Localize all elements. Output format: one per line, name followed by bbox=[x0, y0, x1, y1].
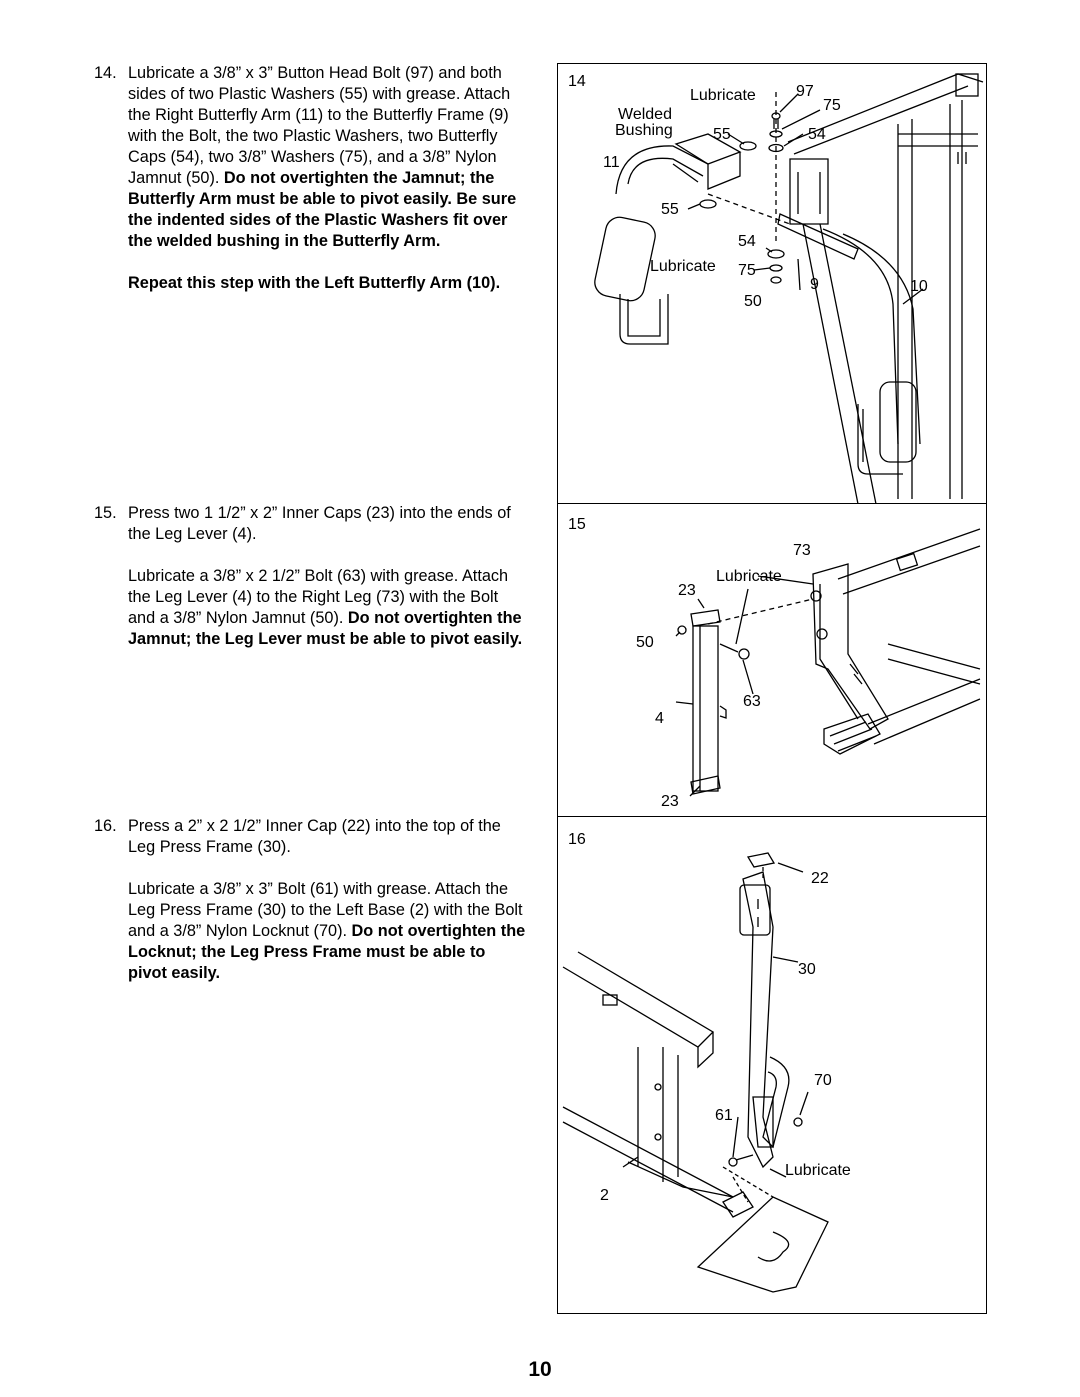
label-75: 75 bbox=[823, 97, 841, 114]
figure-16-drawing: 16 22 30 70 61 Lubricate 2 bbox=[562, 831, 851, 1293]
label-22: 22 bbox=[811, 870, 829, 887]
label-23: 23 bbox=[661, 793, 679, 810]
label-lubricate: Lubricate bbox=[690, 87, 756, 104]
page-number: 10 bbox=[528, 1358, 552, 1381]
label-54: 54 bbox=[808, 126, 826, 143]
label-10: 10 bbox=[910, 278, 928, 295]
label-61: 61 bbox=[715, 1107, 733, 1124]
label-55: 55 bbox=[661, 201, 679, 218]
step-16: 16. Press a 2” x 2 1/2” Inner Cap (22) i… bbox=[94, 816, 526, 984]
label-97: 97 bbox=[796, 83, 814, 100]
step-number: 14. bbox=[94, 64, 117, 82]
step-paragraph: Press a 2” x 2 1/2” Inner Cap (22) into … bbox=[128, 817, 501, 856]
label-lubricate: Lubricate bbox=[716, 568, 782, 585]
step-paragraph: Lubricate a 3/8” x 3” Bolt (61) with gre… bbox=[128, 880, 526, 982]
label-lubricate: Lubricate bbox=[785, 1162, 851, 1179]
step-15: 15. Press two 1 1/2” x 2” Inner Caps (23… bbox=[94, 503, 526, 650]
step-paragraph: Repeat this step with the Left Butterfly… bbox=[128, 274, 501, 292]
label-2: 2 bbox=[600, 1187, 609, 1204]
step-paragraph: Press two 1 1/2” x 2” Inner Caps (23) in… bbox=[128, 504, 511, 543]
label-55: 55 bbox=[713, 126, 731, 143]
label-73: 73 bbox=[793, 542, 811, 559]
label-9: 9 bbox=[810, 276, 819, 293]
label-30: 30 bbox=[798, 961, 816, 978]
figure-14: 14 Lubricate 97 75 bbox=[557, 63, 987, 505]
step-paragraph: Lubricate a 3/8” x 3” Button Head Bolt (… bbox=[128, 64, 517, 250]
step-number: 15. bbox=[94, 504, 117, 522]
step-number: 16. bbox=[94, 817, 117, 835]
label-bushing: Bushing bbox=[615, 122, 673, 139]
label-11: 11 bbox=[603, 154, 620, 171]
step-14: 14. Lubricate a 3/8” x 3” Button Head Bo… bbox=[94, 63, 526, 294]
label-54: 54 bbox=[738, 233, 756, 250]
label-lubricate: Lubricate bbox=[650, 258, 716, 275]
figure-15: 15 73 Lubricate 23 50 63 4 23 bbox=[557, 503, 987, 818]
figure-step-number: 14 bbox=[568, 73, 586, 90]
label-4: 4 bbox=[655, 710, 664, 727]
figure-14-drawing: 14 Lubricate 97 75 bbox=[568, 73, 984, 504]
label-50: 50 bbox=[636, 634, 654, 651]
label-63: 63 bbox=[743, 693, 761, 710]
label-50: 50 bbox=[744, 293, 762, 310]
label-welded: Welded bbox=[618, 106, 672, 123]
figure-15-drawing: 15 73 Lubricate 23 50 63 4 23 bbox=[568, 516, 981, 810]
figure-step-number: 16 bbox=[568, 831, 586, 848]
label-23: 23 bbox=[678, 582, 696, 599]
label-70: 70 bbox=[814, 1072, 832, 1089]
step-paragraph: Lubricate a 3/8” x 2 1/2” Bolt (63) with… bbox=[128, 567, 523, 648]
figure-16: 16 22 30 70 61 Lubricate 2 bbox=[557, 816, 987, 1314]
label-75: 75 bbox=[738, 262, 756, 279]
figure-step-number: 15 bbox=[568, 516, 586, 533]
